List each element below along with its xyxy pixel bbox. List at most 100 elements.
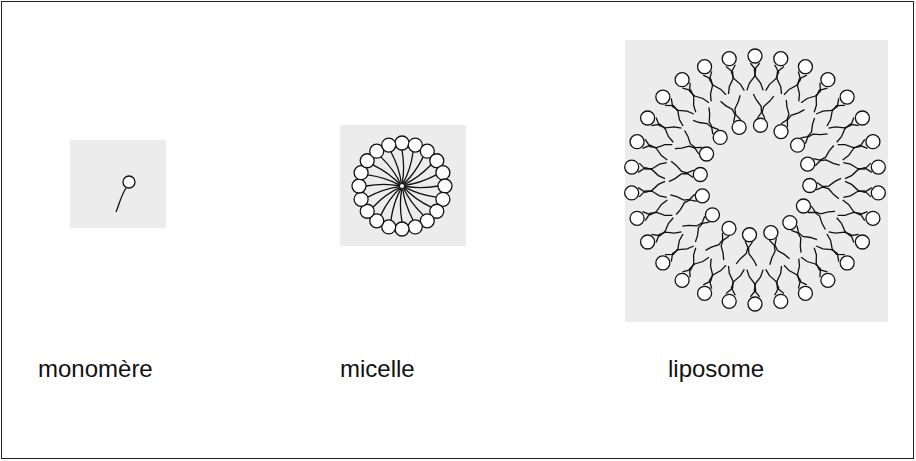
- lipid-head: [625, 160, 639, 174]
- lipid-tail: [638, 168, 665, 179]
- lipid-tail: [404, 175, 436, 186]
- lipid-tail: [762, 96, 774, 119]
- lipid-head: [693, 168, 707, 182]
- lipid-head: [774, 294, 788, 308]
- figure-label: micelle: [340, 355, 415, 384]
- lipid-tail: [749, 242, 757, 266]
- micelle-core: [400, 184, 405, 189]
- lipid-tail: [736, 241, 748, 264]
- lipid-tail: [817, 178, 841, 186]
- lipid-tail: [827, 105, 845, 126]
- lipid-head: [798, 60, 812, 74]
- lipid-tail: [656, 118, 681, 129]
- lipid-tail: [116, 188, 126, 212]
- scan-patch: [340, 125, 466, 246]
- lipid-tail: [642, 200, 667, 215]
- lipid-head: [656, 256, 670, 270]
- lipid-tail: [645, 139, 672, 147]
- lipid-head: [354, 192, 368, 206]
- lipid-tail: [829, 118, 854, 129]
- lipid-tail: [638, 181, 665, 192]
- lipid-tail: [726, 266, 733, 293]
- lipid-head: [436, 166, 450, 180]
- lipid-head: [840, 90, 854, 104]
- lipid-head: [352, 179, 366, 193]
- lipid-tail: [775, 238, 790, 259]
- lipid-tail: [721, 101, 736, 122]
- lipid-tail: [791, 230, 801, 252]
- lipid-head: [732, 120, 746, 134]
- lipid-tail: [381, 157, 401, 185]
- lipid-head: [722, 294, 736, 308]
- lipid-tail: [665, 105, 683, 126]
- lipid-tail: [676, 200, 697, 215]
- lipid-head: [395, 222, 409, 236]
- lipid-head: [855, 111, 869, 125]
- monomer-figure: [116, 176, 135, 212]
- lipid-tail: [703, 259, 712, 285]
- lipid-tail: [798, 75, 807, 101]
- lipid-tail: [805, 134, 827, 144]
- lipid-tail: [766, 269, 779, 295]
- figure-label: monomère: [38, 355, 153, 384]
- lipid-tail: [404, 186, 438, 188]
- lipid-head: [871, 160, 885, 174]
- lipid-tail: [754, 270, 763, 297]
- lipid-tail: [747, 270, 756, 297]
- lipid-head: [748, 49, 762, 63]
- lipid-tail: [683, 88, 696, 112]
- lipid-tail: [814, 88, 827, 112]
- lipid-tail: [682, 216, 704, 226]
- lipid-tail: [808, 212, 826, 229]
- lipid-head: [695, 189, 709, 203]
- lipid-tail: [703, 75, 712, 101]
- lipid-tail: [815, 160, 839, 166]
- lipid-tail: [816, 187, 839, 199]
- lipid-tail: [639, 191, 667, 198]
- lipid-head: [705, 208, 719, 222]
- lipid-tail: [671, 161, 694, 173]
- lipid-tail: [827, 234, 845, 255]
- lipid-head: [821, 273, 835, 287]
- lipid-head: [722, 52, 736, 66]
- lipid-tail: [639, 163, 667, 170]
- lipid-tail: [366, 184, 400, 186]
- lipid-tail: [735, 95, 741, 119]
- lipid-head: [700, 147, 714, 161]
- lipid-head: [798, 286, 812, 300]
- lipid-head: [625, 186, 639, 200]
- lipid-head: [774, 125, 788, 139]
- lipid-tail: [747, 63, 756, 90]
- lipid-head: [866, 135, 880, 149]
- lipid-tail: [777, 67, 784, 94]
- lipid-tail: [829, 232, 854, 243]
- lipid-tail: [784, 265, 800, 289]
- lipid-tail: [669, 174, 693, 182]
- lipid-tail: [845, 181, 872, 192]
- lipid-head: [764, 226, 778, 240]
- lipid-head: [395, 136, 409, 150]
- lipid-tail: [798, 259, 807, 285]
- micelle-figure: [352, 136, 452, 236]
- lipid-tail: [843, 191, 871, 198]
- lipid-head: [840, 256, 854, 270]
- lipid-tail: [665, 234, 683, 255]
- lipid-head: [713, 130, 727, 144]
- lipid-head: [871, 186, 885, 200]
- lipid-tail: [710, 71, 726, 95]
- lipid-head: [408, 220, 422, 234]
- lipid-tail: [843, 145, 868, 160]
- lipid-head: [796, 199, 810, 213]
- lipid-tail: [651, 218, 673, 236]
- lipid-tail: [656, 232, 681, 243]
- lipid-head: [722, 221, 736, 235]
- lipid-tail: [368, 187, 400, 198]
- lipid-head: [675, 273, 689, 287]
- lipid-head: [698, 286, 712, 300]
- lipid-head: [803, 178, 817, 192]
- lipid-tail: [814, 248, 827, 272]
- lipid-head: [791, 138, 805, 152]
- lipid-tail: [816, 246, 839, 262]
